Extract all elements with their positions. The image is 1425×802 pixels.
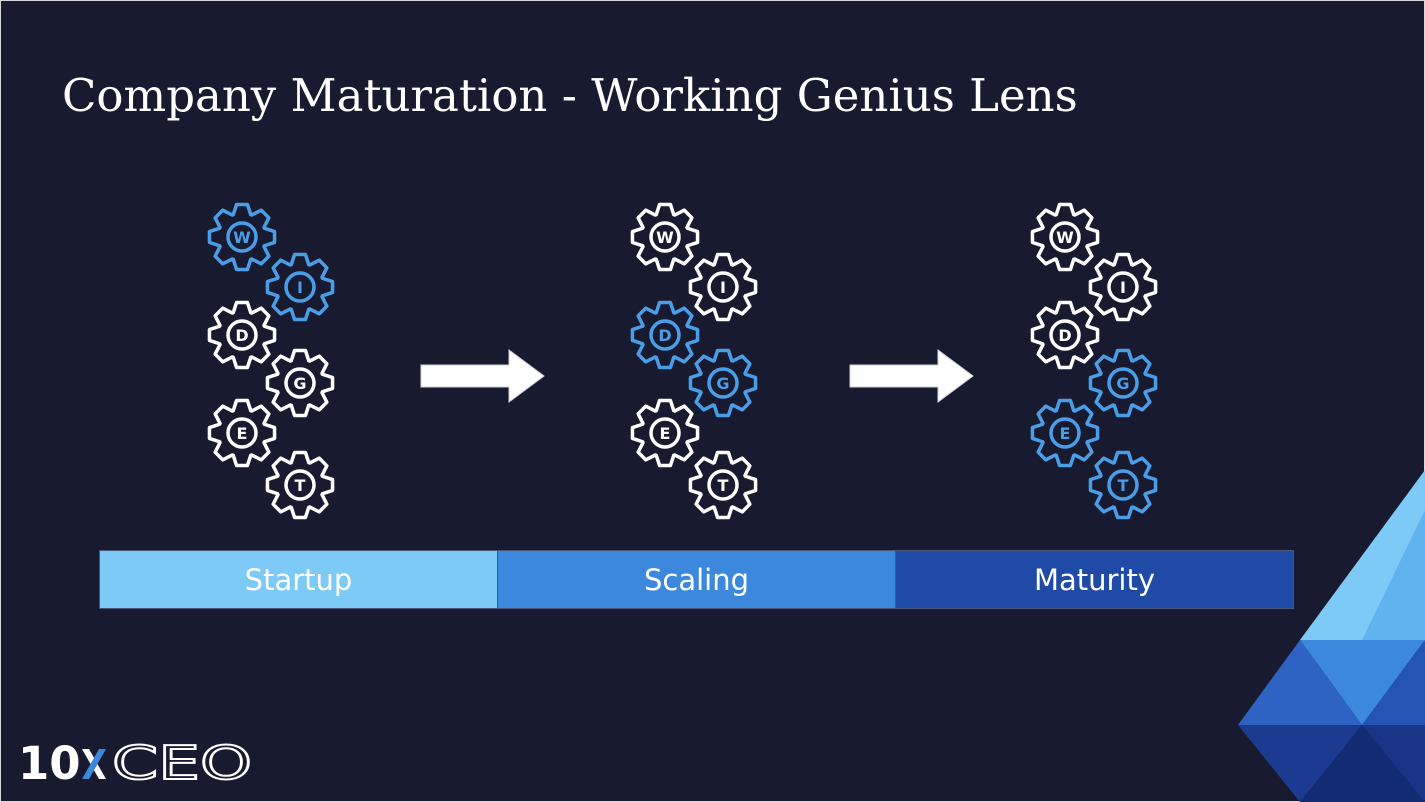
gear-d-icon: D: [630, 300, 700, 370]
gear-i-icon: I: [1088, 252, 1158, 322]
gear-stack-startup: W I D G E T: [207, 202, 335, 520]
gear-e-icon: E: [207, 398, 277, 468]
gear-e-icon: E: [630, 398, 700, 468]
gear-letter: G: [716, 374, 729, 393]
gear-letter: G: [1116, 374, 1129, 393]
gear-w-icon: W: [207, 202, 277, 272]
logo-x-mark-icon: [82, 749, 106, 779]
slide-title: Company Maturation - Working Genius Lens: [62, 69, 1078, 122]
logo-word: CEO: [112, 736, 252, 790]
gear-t-icon: T: [265, 450, 335, 520]
gear-letter: I: [1120, 278, 1126, 297]
stage-scaling: Scaling: [498, 551, 896, 608]
arrow-right-icon: [849, 349, 974, 403]
gear-i-icon: I: [688, 252, 758, 322]
gear-letter: E: [237, 424, 248, 443]
gear-stack-maturity: W I D G E T: [1030, 202, 1158, 520]
gear-g-icon: G: [688, 348, 758, 418]
gear-letter: D: [1058, 326, 1071, 345]
gear-letter: W: [656, 228, 674, 247]
corner-triangle-decoration: [1238, 470, 1425, 802]
stage-maturity: Maturity: [896, 551, 1293, 608]
gear-letter: T: [718, 476, 729, 495]
stage-startup: Startup: [100, 551, 498, 608]
gear-letter: I: [297, 278, 303, 297]
gear-letter: T: [295, 476, 306, 495]
gear-i-icon: I: [265, 252, 335, 322]
logo-number: 10: [18, 737, 81, 790]
maturity-stage-bar: Startup Scaling Maturity: [99, 550, 1294, 609]
gear-g-icon: G: [1088, 348, 1158, 418]
gear-letter: D: [658, 326, 671, 345]
arrow-right-icon: [420, 349, 545, 403]
gear-letter: E: [660, 424, 671, 443]
gear-letter: E: [1060, 424, 1071, 443]
gear-letter: T: [1118, 476, 1129, 495]
gear-letter: G: [293, 374, 306, 393]
gear-g-icon: G: [265, 348, 335, 418]
gear-d-icon: D: [1030, 300, 1100, 370]
gear-letter: I: [720, 278, 726, 297]
gear-t-icon: T: [1088, 450, 1158, 520]
gear-letter: W: [233, 228, 251, 247]
gear-t-icon: T: [688, 450, 758, 520]
gear-letter: W: [1056, 228, 1074, 247]
gear-w-icon: W: [630, 202, 700, 272]
gear-e-icon: E: [1030, 398, 1100, 468]
gear-w-icon: W: [1030, 202, 1100, 272]
gear-d-icon: D: [207, 300, 277, 370]
gear-stack-scaling: W I D G E T: [630, 202, 758, 520]
gear-letter: D: [235, 326, 248, 345]
company-logo: 10 CEO: [18, 735, 253, 791]
